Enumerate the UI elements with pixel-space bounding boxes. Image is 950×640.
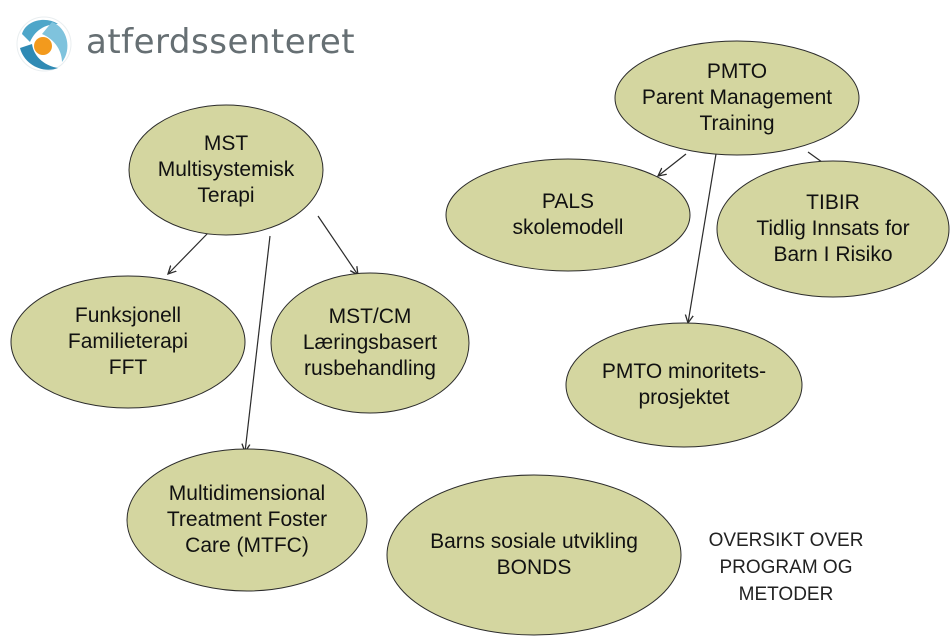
node-mtfc-line-2: Treatment Foster	[166, 508, 328, 531]
node-mst-line-2: Multisystemisk	[157, 158, 295, 181]
node-fft: Funksjonell Familieterapi FFT	[10, 275, 246, 409]
node-pmto-minoritet: PMTO minoritets- prosjektet	[565, 322, 803, 448]
arrow-mst-to-fft	[168, 232, 209, 274]
node-pmto-line-2: Parent Management	[641, 86, 833, 109]
node-pmto-line-1: PMTO	[706, 60, 768, 83]
node-tibir: TIBIR Tidlig Innsats for Barn I Risiko	[716, 160, 950, 298]
node-tibir-line-2: Tidlig Innsats for	[756, 217, 910, 240]
node-pals-line-1: PALS	[541, 190, 595, 213]
node-bonds-line-1: Barns sosiale utvikling	[430, 530, 638, 553]
node-fft-line-1: Funksjonell	[74, 304, 182, 327]
node-mtfc-line-1: Multidimensional	[168, 482, 326, 505]
arrow-mst-to-mstcm	[317, 215, 358, 275]
node-pmto-minoritet-line-1: PMTO minoritets-	[601, 360, 767, 383]
caption-line-2: PROGRAM OG	[719, 557, 853, 578]
node-mtfc-line-3: Care (MTFC)	[185, 534, 309, 557]
node-bonds-line-2: BONDS	[496, 556, 572, 579]
node-bonds: Barns sosiale utvikling BONDS	[386, 474, 682, 636]
node-mst-line-1: MST	[203, 132, 249, 155]
arrow-mst-to-mtfc	[245, 235, 271, 452]
atferdssenteret-logo-icon	[16, 16, 72, 72]
node-pmto-line-3: Training	[699, 112, 775, 135]
node-mstcm-line-1: MST/CM	[328, 305, 412, 328]
node-pmto: PMTO Parent Management Training	[614, 40, 860, 156]
node-mstcm-line-3: rusbehandling	[304, 357, 436, 380]
node-tibir-line-3: Barn I Risiko	[773, 243, 893, 266]
node-mtfc: Multidimensional Treatment Foster Care (…	[126, 448, 368, 592]
atferdssenteret-logo: atferdssenteret	[12, 12, 355, 76]
node-mst: MST Multisystemisk Terapi	[128, 104, 324, 236]
node-pals-line-2: skolemodell	[512, 216, 624, 239]
node-tibir-line-1: TIBIR	[806, 191, 860, 214]
logo-wordmark: atferdssenteret	[86, 22, 356, 62]
node-pmto-minoritet-line-2: prosjektet	[638, 386, 730, 409]
caption-line-3: METODER	[738, 584, 834, 605]
caption-line-1: OVERSIKT OVER	[708, 530, 864, 551]
node-fft-line-2: Familieterapi	[67, 330, 189, 353]
node-fft-line-3: FFT	[108, 356, 148, 379]
node-mstcm: MST/CM Læringsbasert rusbehandling	[270, 272, 470, 414]
node-mst-line-3: Terapi	[197, 184, 255, 207]
diagram-caption: OVERSIKT OVER PROGRAM OG METODER	[676, 527, 896, 608]
node-mstcm-line-2: Læringsbasert	[302, 331, 438, 354]
arrow-pmto-to-pmto-min	[688, 153, 717, 323]
node-pals: PALS skolemodell	[445, 158, 691, 272]
arrow-pmto-to-pals	[658, 153, 687, 176]
